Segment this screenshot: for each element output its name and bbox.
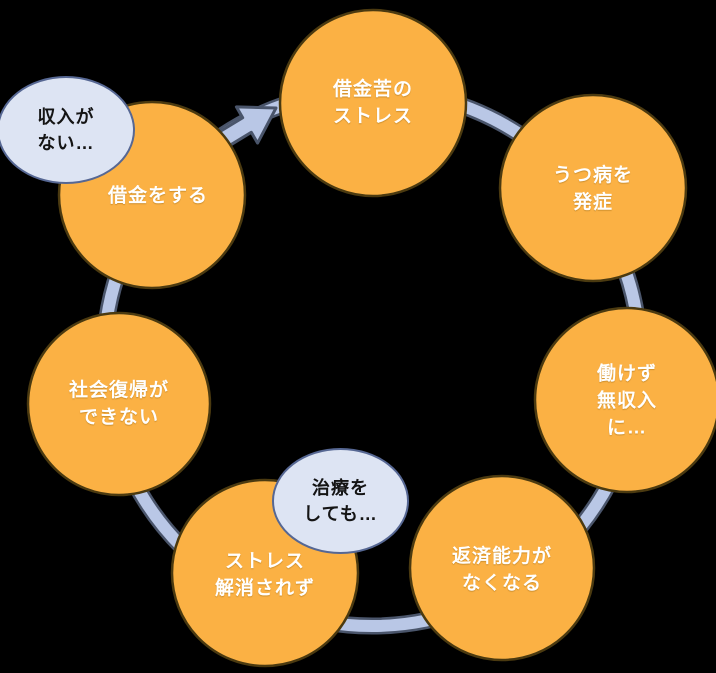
node-label-depression: うつ病を 発症 [552, 165, 634, 213]
speech-bubble-treatment: 治療を しても… [272, 448, 409, 554]
speech-bubble-treatment-text: 治療を しても… [303, 478, 378, 524]
node-circle-no-income [533, 306, 716, 494]
node-label-borrow-money: 借金をする [107, 185, 209, 207]
node-circle-debt-stress [278, 8, 468, 198]
node-circle-depression [498, 93, 688, 283]
speech-bubble-no-income-text: 収入が ない… [37, 107, 95, 153]
node-circle-cannot-repay [408, 474, 596, 662]
node-label-no-income: 働けず 無収入に… [596, 363, 657, 439]
node-label-no-reintegration: 社会復帰が できない [68, 380, 170, 428]
node-label-debt-stress: 借金苦の ストレス [332, 79, 414, 127]
node-label-cannot-repay: 返済能力が なくなる [451, 546, 553, 594]
node-circle-no-reintegration [26, 311, 212, 497]
speech-bubble-no-income: 収入が ない… [0, 76, 135, 184]
node-label-stress-remains: ストレス 解消されず [214, 551, 316, 599]
